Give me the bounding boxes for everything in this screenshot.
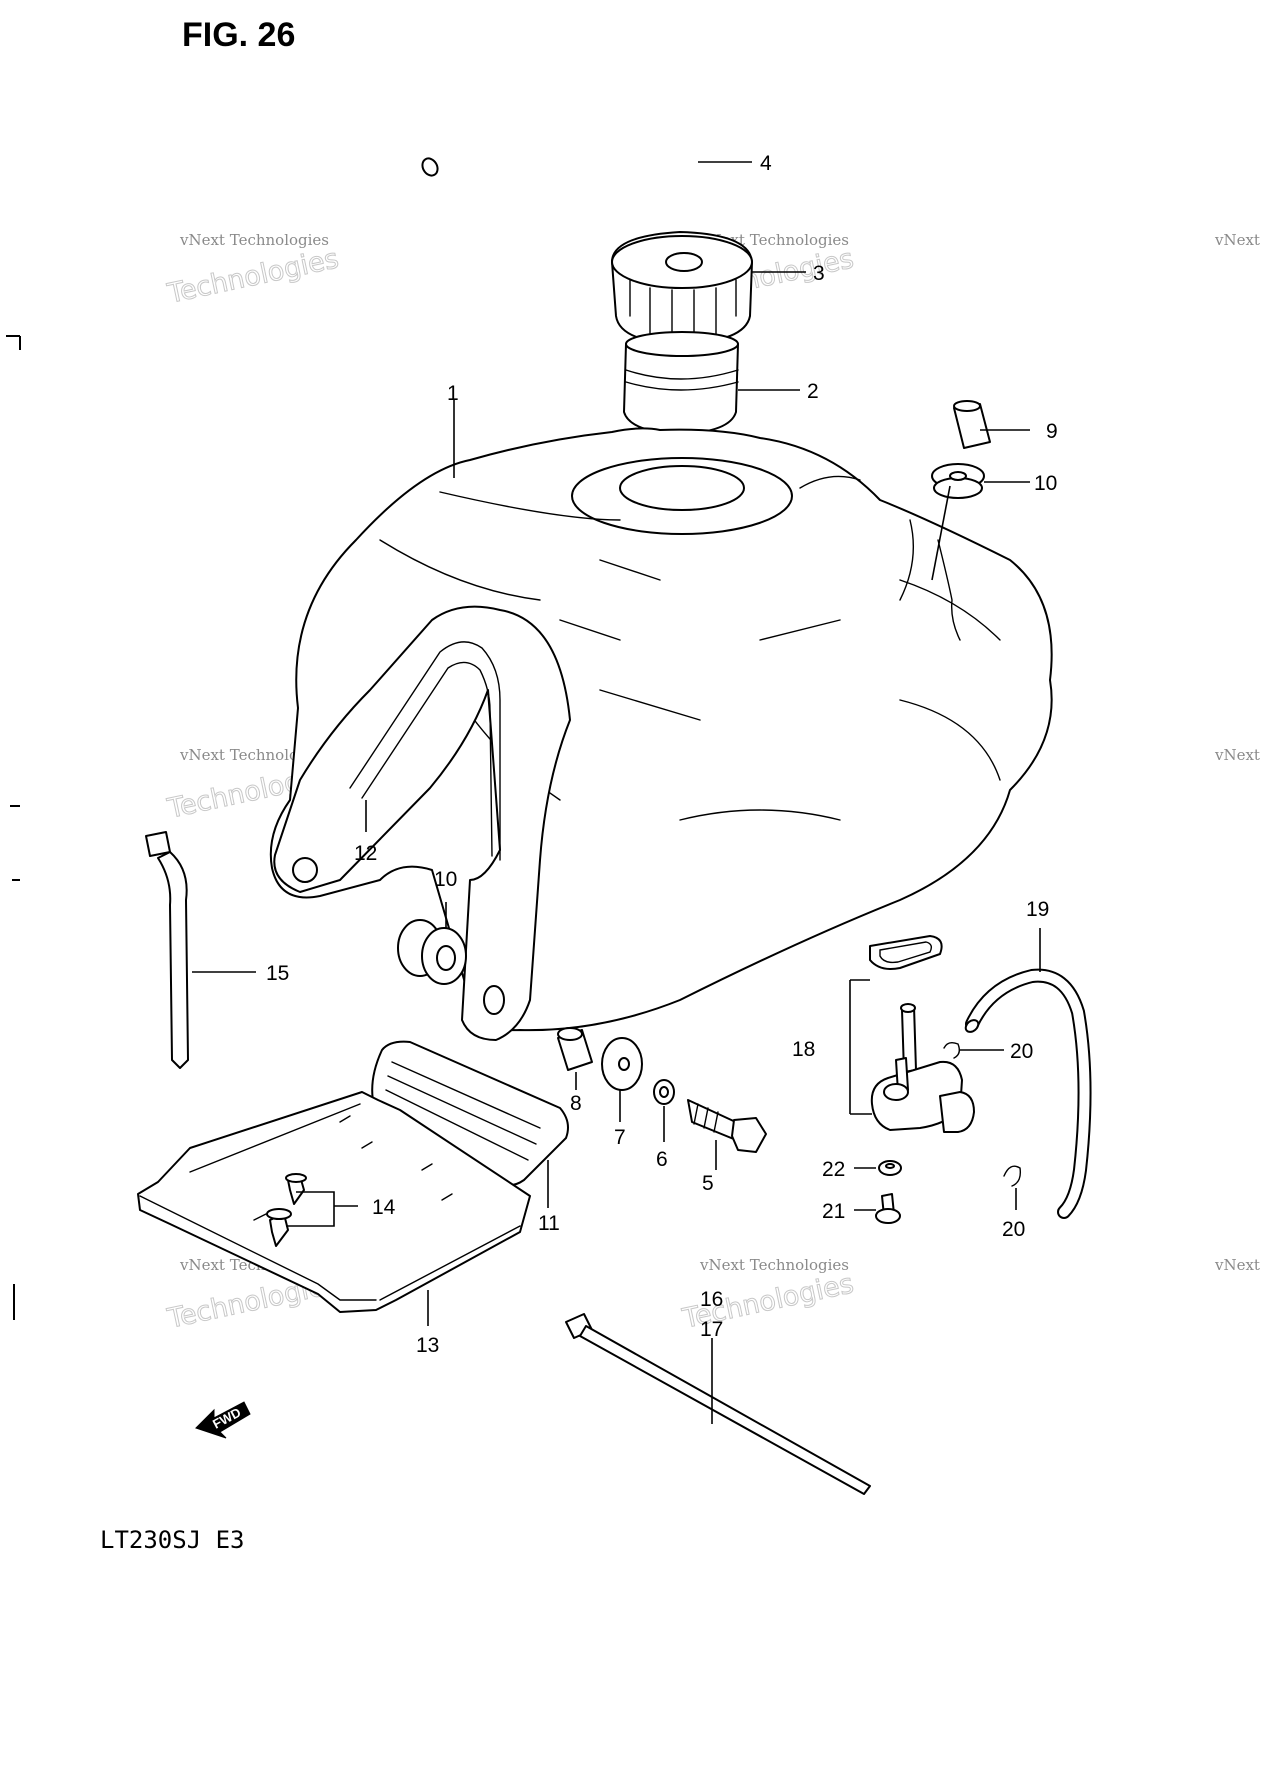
fuel-valve [869,935,975,1133]
callout-18: 18 [792,1038,815,1061]
callout-2: 2 [807,380,819,403]
callout-15: 15 [266,962,289,985]
watermark-small: vNext Technologies [179,231,329,249]
breather-hose [421,65,704,245]
collar-8 [557,1027,593,1071]
push-rivets [266,1173,307,1247]
callout-16: 16 [700,1288,723,1311]
tank-bracket [273,605,571,1041]
watermark-edge: vNext [1214,1256,1260,1274]
callout-11: 11 [538,1212,560,1235]
callout-13: 13 [416,1334,439,1357]
hose-clip-lower [1003,1165,1022,1187]
model-code: LT230SJ E3 [100,1526,245,1554]
rubber-strap [145,831,189,1069]
cushion-11 [371,1040,569,1187]
callout-4: 4 [760,152,772,175]
callout-10-lower: 10 [434,868,457,891]
callout-5: 5 [702,1172,714,1195]
watermark-small: vNext Technologies [179,746,329,764]
cable-tie [565,1313,871,1495]
callout-17: 17 [700,1318,723,1341]
callout-9: 9 [1046,420,1058,443]
callout-12: 12 [354,842,377,865]
callout-19: 19 [1026,898,1049,921]
watermark-edge: vNext [1214,231,1260,249]
collar-small [953,400,991,449]
filler-neck [623,331,739,435]
watermark-large: Technologies [164,243,341,310]
figure-title: FIG. 26 [182,16,295,54]
fuel-tank [269,427,1053,1032]
washer-7 [601,1037,643,1091]
callout-20-upper: 20 [1010,1040,1033,1063]
callout-6: 6 [656,1148,668,1171]
fuel-cap [611,231,753,345]
callout-7: 7 [614,1126,626,1149]
callout-3: 3 [813,262,825,285]
callout-20-lower: 20 [1002,1218,1025,1241]
bolt-5 [687,1099,767,1153]
hose-clip-upper [943,1041,961,1059]
callout-1: 1 [447,382,459,405]
callout-10-upper: 10 [1034,472,1057,495]
nut-22 [878,1160,902,1176]
callout-22: 22 [822,1158,845,1181]
grommet-lower [397,919,467,985]
callout-14: 14 [372,1196,396,1219]
scan-edge-marks [6,335,21,1320]
fuel-hose [964,968,1092,1219]
lock-washer-6 [653,1079,675,1105]
leader-lines [192,161,1041,1424]
callout-labels: 4 3 2 1 9 10 12 10 15 8 7 6 5 11 14 13 1… [266,152,1058,1357]
callout-21: 21 [822,1200,845,1223]
callout-8: 8 [570,1092,582,1115]
watermark-edge: vNext [1214,746,1260,764]
screw-21 [875,1193,901,1224]
watermark-small: vNext Technologies [699,1256,849,1274]
grommet-upper [931,463,985,499]
forward-marker: FWD [195,1401,251,1439]
